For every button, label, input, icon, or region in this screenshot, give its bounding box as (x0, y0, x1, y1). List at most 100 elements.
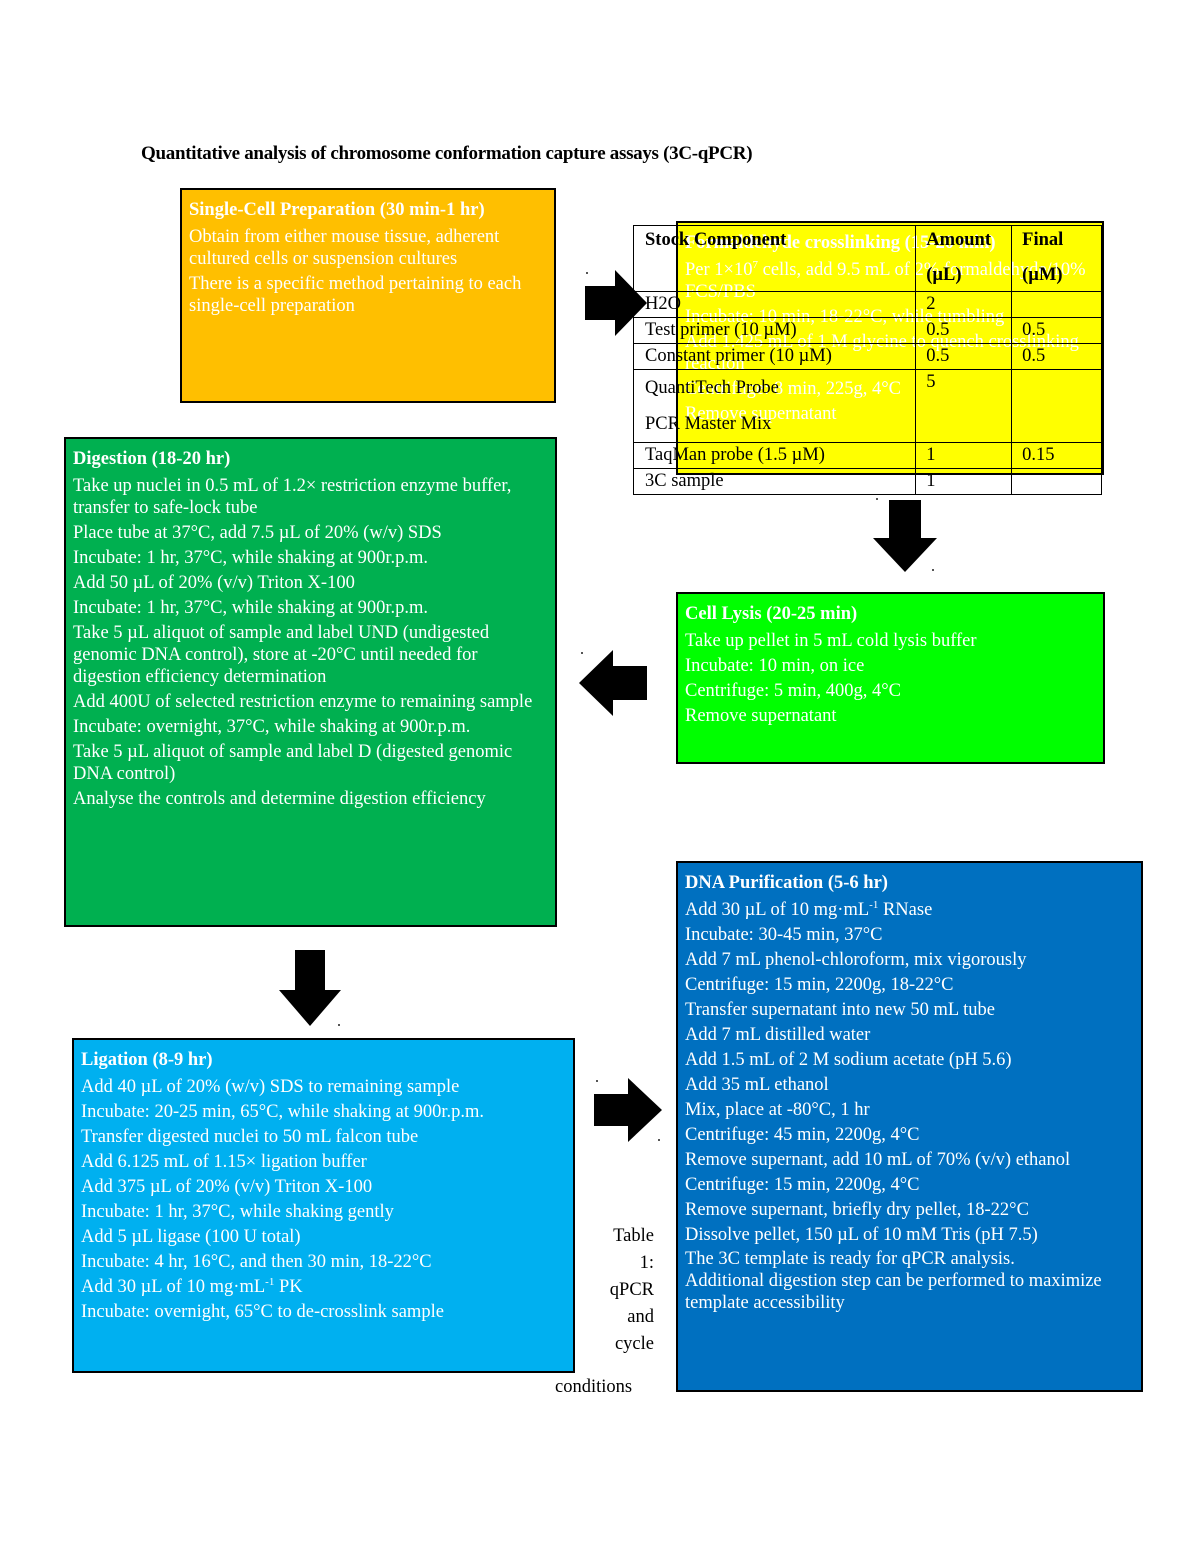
dna-step: Remove supernant, briefly dry pellet, 18… (685, 1200, 1029, 1220)
table-row: Constant primer (10 µM) 0.5 0.5 (632, 343, 1102, 370)
arrow-left-icon (579, 650, 647, 716)
digestion-step: Place tube at 37°C, add 7.5 µL of 20% (w… (73, 523, 442, 543)
qpcr-table: Stock Component Amount(µL) Final(µM) H2O… (632, 225, 1102, 495)
cell-final: 0.5 (1011, 343, 1102, 370)
digestion-step: Add 50 µL of 20% (v/v) Triton X-100 (73, 573, 355, 593)
dna-step: The 3C template is ready for qPCR analys… (685, 1249, 1015, 1269)
dna-step: Transfer supernatant into new 50 mL tube (685, 1000, 995, 1020)
dna-step: Centrifuge: 15 min, 2200g, 4°C (685, 1175, 920, 1195)
digestion-step: Incubate: 1 hr, 37°C, while shaking at 9… (73, 598, 429, 618)
cell-amount: 0.5 (915, 317, 1013, 344)
header-component: Stock Component (632, 225, 917, 292)
prep-step: Obtain from either mouse tissue, adheren… (189, 227, 500, 269)
ligation-step: Add 375 µL of 20% (v/v) Triton X-100 (81, 1177, 373, 1197)
dna-heading: DNA Purification (5-6 hr) (685, 873, 888, 893)
dna-step: Remove supernant, add 10 mL of 70% (v/v)… (685, 1150, 1071, 1170)
dna-purification-box: DNA Purification (5-6 hr) Add 30 µL of 1… (676, 861, 1143, 1392)
dna-step: Add 35 mL ethanol (685, 1075, 829, 1095)
dna-step: Incubate: 30-45 min, 37°C (685, 925, 883, 945)
cell-final: 0.5 (1011, 317, 1102, 344)
cell-component: TaqMan probe (1.5 µM) (632, 442, 917, 469)
arrow-down-icon (279, 950, 341, 1026)
digestion-box: Digestion (18-20 hr) Take up nuclei in 0… (64, 437, 557, 927)
ligation-step: Incubate: 1 hr, 37°C, while shaking gent… (81, 1202, 394, 1222)
ligation-step: Incubate: overnight, 65°C to de-crosslin… (81, 1302, 444, 1322)
cell-component: H2O (632, 291, 917, 318)
dot-marker (658, 1139, 660, 1141)
cell-component: Constant primer (10 µM) (632, 343, 917, 370)
dna-step: Centrifuge: 45 min, 2200g, 4°C (685, 1125, 920, 1145)
digestion-step: Incubate: overnight, 37°C, while shaking… (73, 717, 471, 737)
table-row: Test primer (10 µM) 0.5 0.5 (632, 317, 1102, 344)
lysis-heading: Cell Lysis (20-25 min) (685, 604, 858, 624)
dna-step: Centrifuge: 15 min, 2200g, 18-22°C (685, 975, 954, 995)
dot-marker (876, 498, 878, 500)
ligation-step: Add 5 µL ligase (100 U total) (81, 1227, 301, 1247)
cell-final: 0.15 (1011, 442, 1102, 469)
cell-final (1011, 468, 1102, 495)
dna-step: Mix, place at -80°C, 1 hr (685, 1100, 870, 1120)
cell-lysis-box: Cell Lysis (20-25 min) Take up pellet in… (676, 592, 1105, 764)
table-header-row: Stock Component Amount(µL) Final(µM) (632, 225, 1102, 292)
table-caption: Table 1: qPCR and cycle (596, 1223, 654, 1358)
ligation-heading: Ligation (8-9 hr) (81, 1050, 213, 1070)
dot-marker (338, 1024, 340, 1026)
dna-step: Add 7 mL phenol-chloroform, mix vigorous… (685, 950, 1027, 970)
lysis-step: Centrifuge: 5 min, 400g, 4°C (685, 681, 902, 701)
single-cell-preparation-box: Single-Cell Preparation (30 min-1 hr) Ob… (180, 188, 556, 403)
table-row: 3C sample 1 (632, 468, 1102, 495)
header-amount: Amount(µL) (915, 225, 1013, 292)
digestion-step: Analyse the controls and determine diges… (73, 789, 486, 809)
ligation-step: Transfer digested nuclei to 50 mL falcon… (81, 1127, 419, 1147)
ligation-step: Add 30 µL of 10 mg·mL-1 PK (81, 1275, 303, 1297)
dot-marker (586, 272, 588, 274)
cell-final (1011, 369, 1102, 443)
digestion-step: Take up nuclei in 0.5 mL of 1.2× restric… (73, 476, 512, 518)
caption-line: qPCR (609, 1280, 654, 1300)
table-caption-last: conditions (555, 1377, 633, 1397)
cell-component: Test primer (10 µM) (632, 317, 917, 344)
dna-step: Add 1.5 mL of 2 M sodium acetate (pH 5.6… (685, 1050, 1012, 1070)
dna-step: Add 7 mL distilled water (685, 1025, 871, 1045)
ligation-step: Incubate: 4 hr, 16°C, and then 30 min, 1… (81, 1252, 432, 1272)
caption-line: 1: (639, 1253, 654, 1273)
prep-step: There is a specific method pertaining to… (189, 274, 522, 316)
dna-step: Add 30 µL of 10 mg·mL-1 RNase (685, 898, 933, 920)
ligation-step: Add 40 µL of 20% (w/v) SDS to remaining … (81, 1077, 460, 1097)
page-title: Quantitative analysis of chromosome conf… (141, 143, 753, 164)
ligation-step: Add 6.125 mL of 1.15× ligation buffer (81, 1152, 367, 1172)
lysis-step: Take up pellet in 5 mL cold lysis buffer (685, 631, 977, 651)
dna-step: Additional digestion step can be perform… (685, 1271, 1102, 1313)
caption-line: cycle (614, 1334, 654, 1354)
arrow-right-icon (594, 1078, 662, 1142)
digestion-heading: Digestion (18-20 hr) (73, 449, 231, 469)
arrow-right-icon (585, 270, 647, 336)
dot-marker (581, 652, 583, 654)
cell-amount: 0.5 (915, 343, 1013, 370)
caption-line: Table (613, 1226, 654, 1246)
cell-amount: 2 (915, 291, 1013, 318)
lysis-step: Remove supernatant (685, 706, 837, 726)
header-final: Final(µM) (1011, 225, 1102, 292)
dot-marker (932, 569, 934, 571)
cell-component: 3C sample (632, 468, 917, 495)
cell-amount: 1 (915, 468, 1013, 495)
digestion-step: Take 5 µL aliquot of sample and label UN… (73, 623, 490, 687)
caption-line: and (627, 1307, 654, 1327)
ligation-box: Ligation (8-9 hr) Add 40 µL of 20% (w/v)… (72, 1038, 575, 1373)
cell-amount: 5 (915, 369, 1013, 443)
dna-step: Dissolve pellet, 150 µL of 10 mM Tris (p… (685, 1225, 1038, 1245)
digestion-step: Add 400U of selected restriction enzyme … (73, 692, 533, 712)
ligation-step: Incubate: 20-25 min, 65°C, while shaking… (81, 1102, 485, 1122)
table-row: H2O 2 (632, 291, 1102, 318)
digestion-step: Take 5 µL aliquot of sample and label D … (73, 742, 513, 784)
cell-final (1011, 291, 1102, 318)
prep-heading: Single-Cell Preparation (30 min-1 hr) (189, 200, 485, 220)
table-row: TaqMan probe (1.5 µM) 1 0.15 (632, 442, 1102, 469)
dot-marker (596, 1080, 598, 1082)
lysis-step: Incubate: 10 min, on ice (685, 656, 865, 676)
digestion-step: Incubate: 1 hr, 37°C, while shaking at 9… (73, 548, 429, 568)
cell-amount: 1 (915, 442, 1013, 469)
